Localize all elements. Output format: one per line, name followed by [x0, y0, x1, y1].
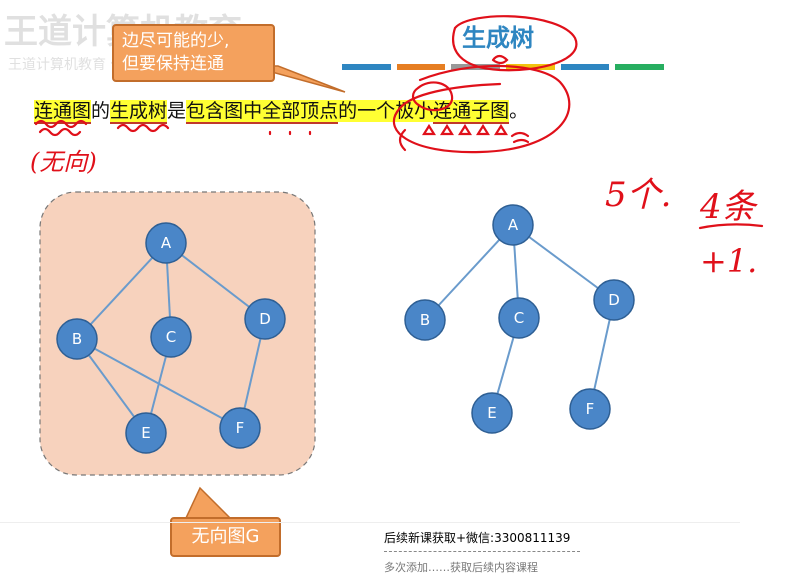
spanning-tree-node-A: A [492, 204, 534, 246]
ink-mark-title [491, 54, 509, 65]
ink-wave-connected [34, 119, 88, 129]
color-bar-segment [615, 64, 665, 70]
def-a: 的一个 [338, 100, 396, 122]
spanning-tree-node-label: F [586, 400, 595, 418]
ink-mark-subgraph [510, 131, 530, 144]
color-bar-segment [396, 64, 446, 70]
def-connected-graph: 连通图 [34, 100, 92, 124]
ink-four-edges: 4条 [699, 187, 759, 227]
spanning-tree-node-D: D [593, 279, 635, 321]
ink-curl [398, 128, 407, 152]
spanning-tree-node-circle [498, 297, 540, 339]
spanning-tree-node-label: B [420, 311, 430, 329]
graph-g-nodes: A B C D E F [56, 222, 286, 454]
def-of-1: 的 [91, 100, 111, 122]
graph-g-node-circle [125, 412, 167, 454]
spanning-tree-node-circle [569, 388, 611, 430]
spanning-tree-edge-A-B [424, 224, 514, 321]
footer-sub: 多次添加……获取后续内容课程 [384, 561, 538, 574]
ink-dots-vertices [268, 130, 312, 136]
spanning-tree-node-circle [593, 279, 635, 321]
color-bar-segment [342, 64, 391, 70]
spanning-tree-node-F: F [569, 388, 611, 430]
graph-g-label: 无向图G [170, 517, 281, 557]
graph-g-node-circle [145, 222, 187, 264]
ink-circle-title [452, 15, 578, 72]
graph-g-node-C: C [150, 316, 192, 358]
spanning-tree-node-E: E [471, 392, 513, 434]
footer-dashed-line [384, 551, 580, 552]
graph-g-edge-A-D [165, 242, 266, 320]
graph-g-node-label: E [141, 424, 150, 442]
graph-g-node-circle [244, 298, 286, 340]
ink-plus-one: +1. [700, 242, 757, 280]
graph-g-node-label: B [72, 330, 82, 348]
graph-g-node-F: F [219, 407, 261, 449]
callout-hint: 边尽可能的少, 但要保持连通 [112, 24, 275, 82]
spanning-tree-node-label: D [608, 291, 620, 309]
graph-g-node-circle [56, 318, 98, 360]
ink-loop-subgraph [393, 64, 571, 154]
def-connected-subgraph: 连通子图 [433, 100, 510, 124]
spanning-tree-node-circle [471, 392, 513, 434]
spanning-tree-node-label: A [508, 216, 519, 234]
ink-five-vertices: 5个. [605, 175, 671, 215]
ink-underline-edges [698, 223, 764, 230]
graph-g-node-label: D [259, 310, 271, 328]
graph-g-node-label: A [161, 234, 172, 252]
def-minimal: 极小 [395, 100, 434, 122]
ink-wave-tree [116, 123, 170, 133]
graph-g-node-E: E [125, 412, 167, 454]
spanning-tree-node-B: B [404, 299, 446, 341]
def-period: 。 [509, 100, 529, 122]
spanning-tree-node-label: C [514, 309, 524, 327]
spanning-tree-node-circle [404, 299, 446, 341]
spanning-tree-edge-A-D [512, 224, 615, 301]
footer-divider [0, 522, 740, 523]
graph-g-node-label: C [166, 328, 176, 346]
spanning-tree-node-C: C [498, 297, 540, 339]
footer-promo: 后续新课获取+微信:3300811139 [384, 531, 571, 545]
def-spanning-tree: 生成树 [110, 100, 168, 124]
ink-circle-minimal [411, 81, 454, 112]
graph-g-node-B: B [56, 318, 98, 360]
ink-wave-connected-2 [38, 127, 82, 137]
graph-g-node-circle [219, 407, 261, 449]
ink-undirected: (无向) [30, 148, 97, 176]
page-title: 生成树 [462, 24, 534, 52]
graph-g-node-label: F [236, 419, 245, 437]
color-bar-segment [506, 64, 555, 70]
graph-g-node-circle [150, 316, 192, 358]
spanning-tree-node-circle [492, 204, 534, 246]
graph-g-node-D: D [244, 298, 286, 340]
ink-triangles [422, 123, 508, 136]
spanning-tree-node-label: E [487, 404, 496, 422]
spanning-tree-nodes: A B C D E F [404, 204, 635, 434]
color-bar-segment [560, 64, 610, 70]
definition-sentence: 连通图的生成树是包含图中全部顶点的一个极小连通子图。 [34, 96, 529, 124]
graph-g-node-A: A [145, 222, 187, 264]
graph-g-edge-A-B [76, 242, 167, 340]
def-is: 是 [167, 100, 187, 122]
def-all-vertices: 包含图中全部顶点 [186, 100, 339, 124]
